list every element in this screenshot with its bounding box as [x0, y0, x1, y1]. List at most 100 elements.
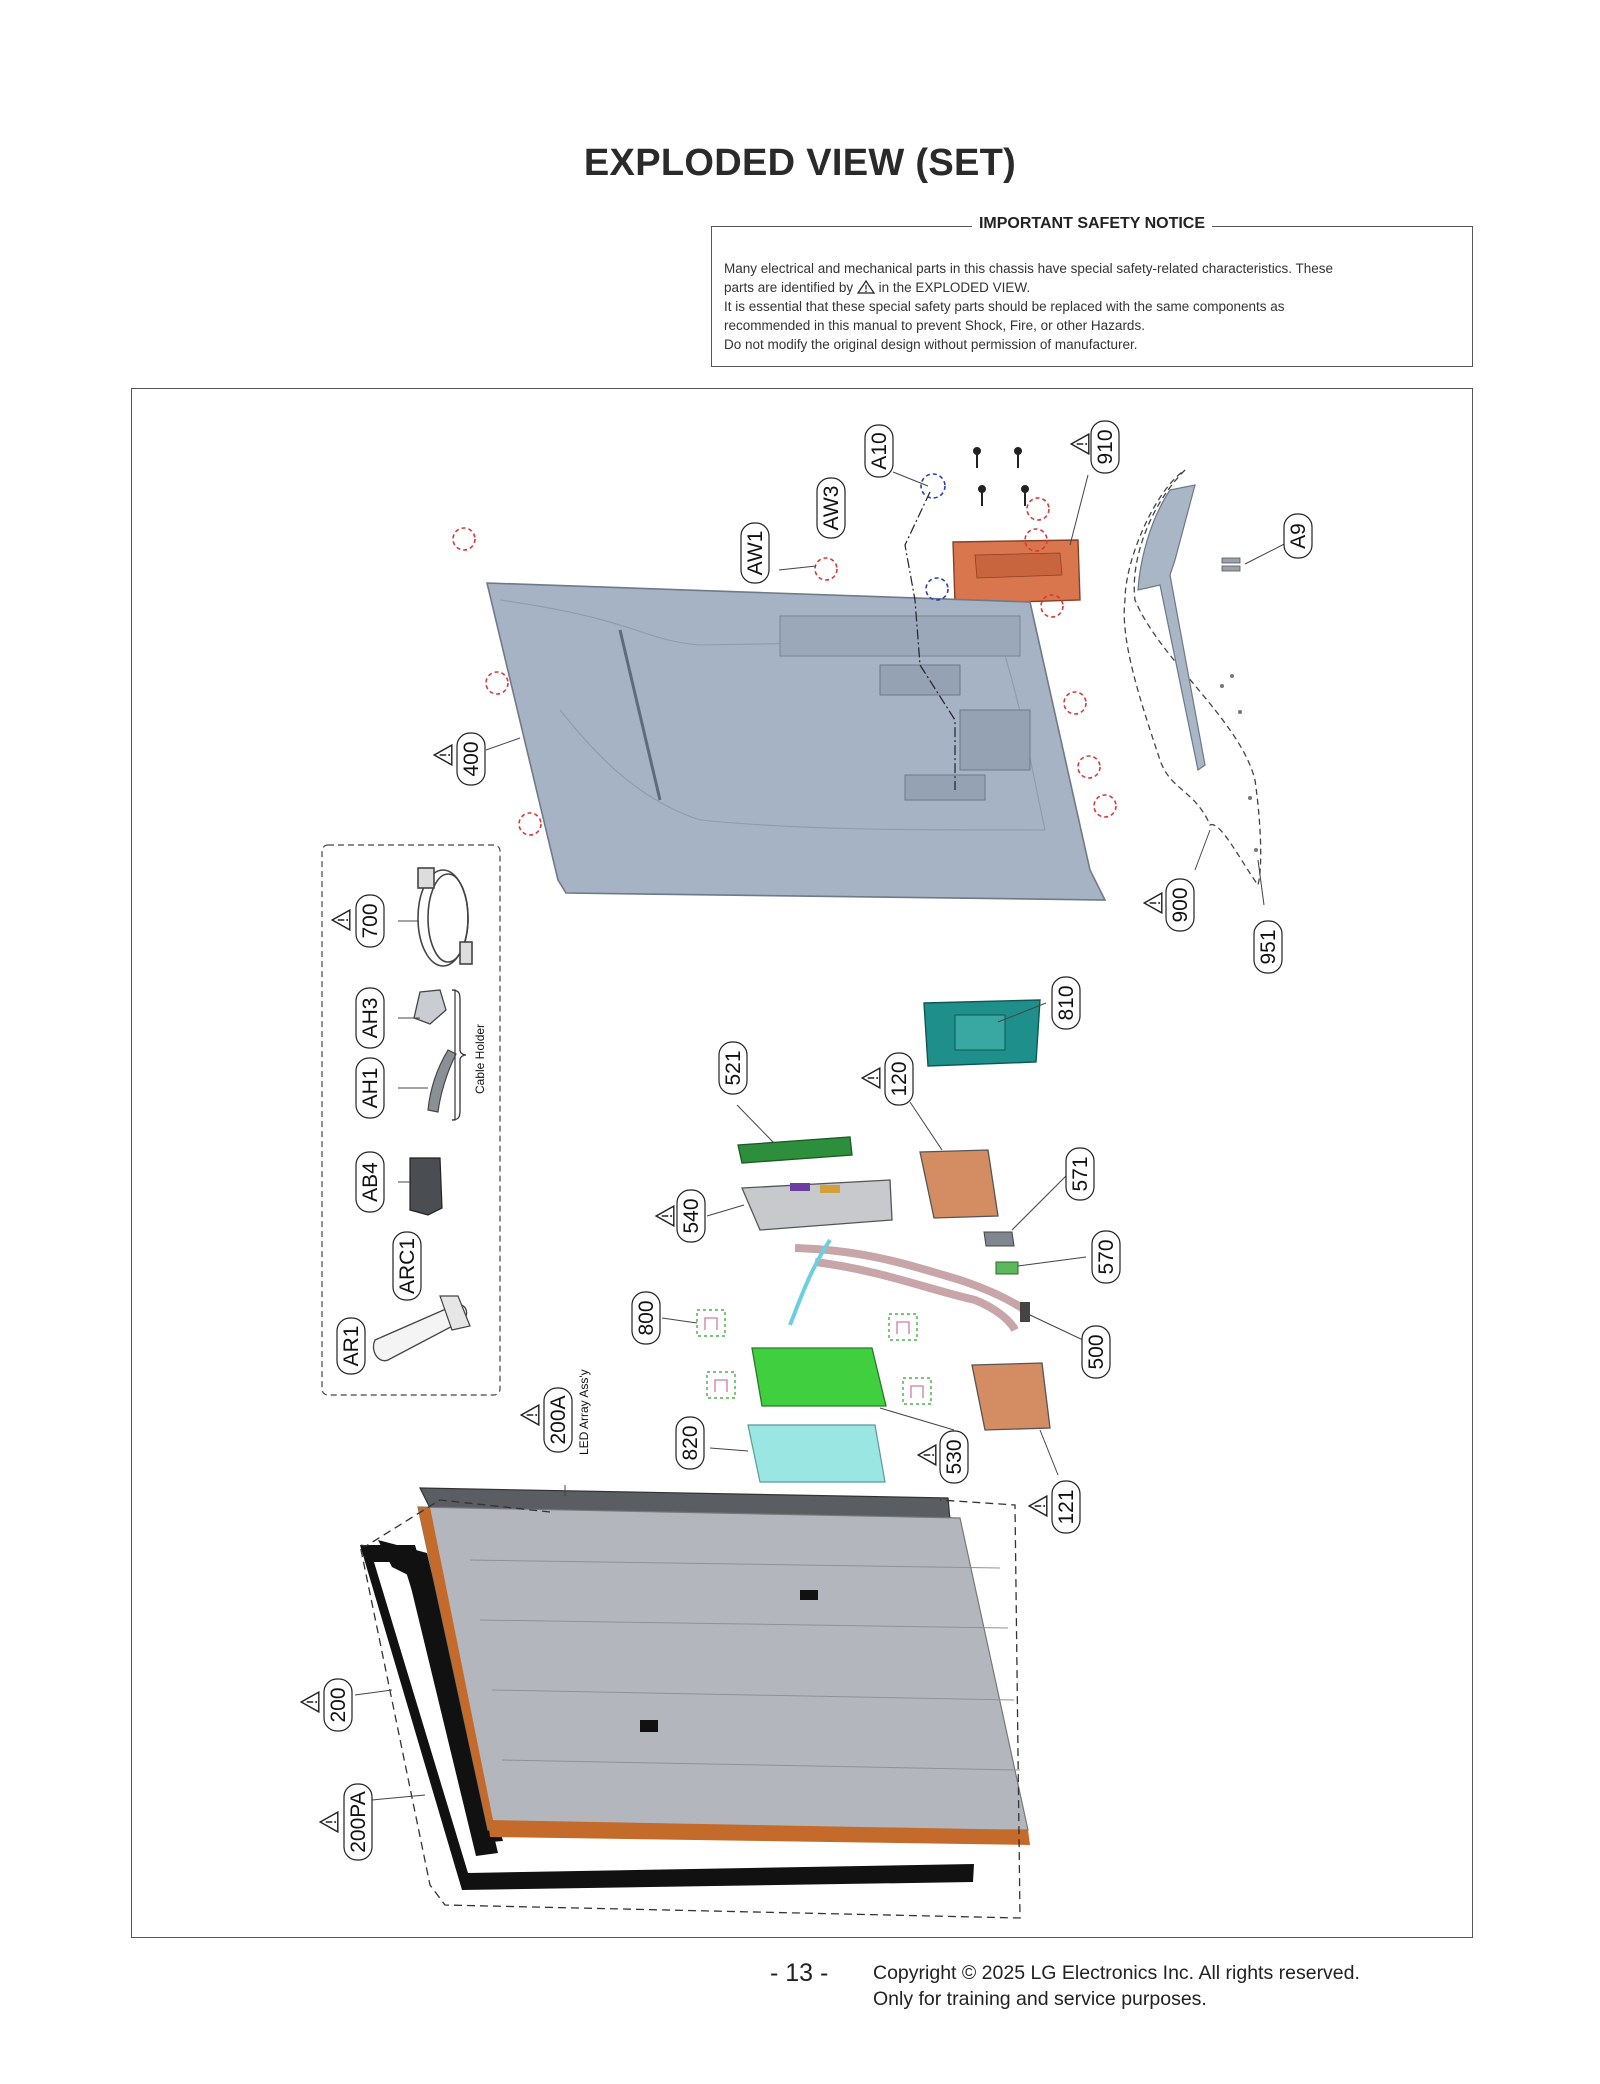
cable-tie-ah1: [427, 1049, 457, 1113]
notice-line: Many electrical and mechanical parts in …: [724, 261, 1334, 276]
svg-text:AW3: AW3: [820, 486, 843, 531]
svg-text:AB4: AB4: [359, 1162, 382, 1202]
svg-text:521: 521: [722, 1050, 745, 1085]
part-label-a10: A10: [864, 424, 894, 478]
part-label-200a: 200A: [543, 1387, 573, 1453]
warning-triangle-icon: [1028, 1495, 1048, 1517]
part-label-a9: A9: [1283, 513, 1313, 559]
svg-text:120: 120: [888, 1061, 911, 1096]
svg-text:540: 540: [680, 1198, 703, 1233]
svg-text:AH1: AH1: [359, 1068, 382, 1109]
page-title: EXPLODED VIEW (SET): [583, 142, 1017, 184]
back-cover-400: [485, 582, 1107, 901]
svg-text:200PA: 200PA: [347, 1791, 370, 1853]
power-cord-700: [417, 867, 473, 967]
svg-text:AR1: AR1: [340, 1326, 363, 1367]
remote-holder-arc1: [439, 1295, 471, 1331]
svg-text:571: 571: [1069, 1156, 1092, 1191]
svg-text:A10: A10: [868, 432, 891, 469]
screw-markers-blue: [920, 473, 949, 601]
warning-triangle-icon: [319, 1811, 339, 1833]
warning-triangle-icon: [861, 1067, 881, 1089]
cable-holder-ah3: [413, 989, 447, 1025]
svg-text:700: 700: [359, 903, 382, 938]
copyright: Copyright © 2025 LG Electronics Inc. All…: [873, 1962, 1360, 2010]
warning-triangle-icon: [917, 1444, 937, 1466]
part-label-521: 521: [718, 1041, 748, 1095]
safety-notice-title: IMPORTANT SAFETY NOTICE: [712, 215, 1472, 233]
part-label-200: 200: [323, 1678, 353, 1732]
svg-text:ARC1: ARC1: [396, 1238, 419, 1294]
cable-holder-label: Cable Holder: [473, 1024, 487, 1094]
svg-text:200A: 200A: [547, 1395, 570, 1444]
part-label-820: 820: [675, 1416, 705, 1470]
part-label-aw3: AW3: [816, 477, 846, 539]
screw-markers-red: [452, 497, 1117, 836]
cable-teal: [788, 1238, 832, 1326]
part-label-ah3: AH3: [355, 987, 385, 1049]
screws-a10: [973, 447, 1029, 506]
svg-text:570: 570: [1095, 1239, 1118, 1274]
notice-line: recommended in this manual to prevent Sh…: [724, 318, 1145, 333]
svg-text:200: 200: [327, 1687, 350, 1722]
svg-text:910: 910: [1094, 429, 1117, 464]
part-label-200pa: 200PA: [343, 1783, 373, 1861]
part-label-530: 530: [939, 1430, 969, 1484]
part-label-ab4: AB4: [355, 1151, 385, 1213]
svg-text:A9: A9: [1287, 523, 1310, 549]
sheet-820: [747, 1424, 886, 1483]
stand-dashed-outline: [1123, 469, 1262, 887]
warning-triangle-icon: [300, 1691, 320, 1713]
stand-neck: [1137, 484, 1206, 772]
panel-200: [417, 1506, 1029, 1831]
board-530: [751, 1347, 887, 1407]
warning-triangle-icon: [331, 909, 351, 931]
warning-triangle-icon: [856, 280, 875, 294]
part-label-400: 400: [456, 732, 486, 786]
svg-text:951: 951: [1257, 929, 1280, 964]
part-label-ar1: AR1: [336, 1317, 366, 1375]
part-label-810: 810: [1051, 976, 1081, 1030]
part-label-ah1: AH1: [355, 1057, 385, 1119]
part-570: [995, 1261, 1019, 1275]
safety-notice-box: IMPORTANT SAFETY NOTICE Many electrical …: [711, 215, 1473, 367]
svg-text:AW1: AW1: [744, 531, 767, 576]
part-label-910: 910: [1090, 420, 1120, 474]
notice-line: parts are identified by in the EXPLODED …: [724, 280, 1031, 295]
warning-triangle-icon: [1143, 892, 1163, 914]
power-board-120: [919, 1149, 999, 1219]
part-label-700: 700: [355, 894, 385, 948]
svg-text:810: 810: [1055, 985, 1078, 1020]
stand-screws-a9: [1221, 557, 1241, 572]
part-label-arc1: ARC1: [392, 1231, 422, 1301]
svg-text:530: 530: [943, 1439, 966, 1474]
notice-line: It is essential that these special safet…: [724, 299, 1285, 314]
part-label-120: 120: [884, 1052, 914, 1106]
board-521: [737, 1136, 853, 1164]
svg-text:800: 800: [635, 1300, 658, 1335]
part-label-951: 951: [1253, 920, 1283, 974]
part-571: [983, 1231, 1015, 1247]
part-label-571: 571: [1065, 1147, 1095, 1201]
svg-text:121: 121: [1055, 1489, 1078, 1524]
svg-text:400: 400: [460, 741, 483, 776]
safety-notice-body: Many electrical and mechanical parts in …: [724, 259, 1460, 354]
part-ab4: [409, 1157, 443, 1216]
led-array-label: LED Array Ass'y: [577, 1369, 591, 1455]
part-label-900: 900: [1165, 878, 1195, 932]
warning-triangle-icon: [1070, 433, 1090, 455]
warning-triangle-icon: [655, 1205, 675, 1227]
notice-line: Do not modify the original design withou…: [724, 337, 1138, 352]
accessories-box: [321, 844, 501, 1396]
part-label-aw1: AW1: [740, 522, 770, 584]
svg-text:820: 820: [679, 1425, 702, 1460]
power-board-121: [971, 1362, 1051, 1431]
part-label-121: 121: [1051, 1480, 1081, 1534]
warning-triangle-icon: [433, 744, 453, 766]
part-label-540: 540: [676, 1189, 706, 1243]
part-label-500: 500: [1081, 1325, 1111, 1379]
clips-800: [696, 1309, 932, 1405]
svg-text:500: 500: [1085, 1334, 1108, 1369]
page-number: - 13 -: [770, 1959, 829, 1987]
